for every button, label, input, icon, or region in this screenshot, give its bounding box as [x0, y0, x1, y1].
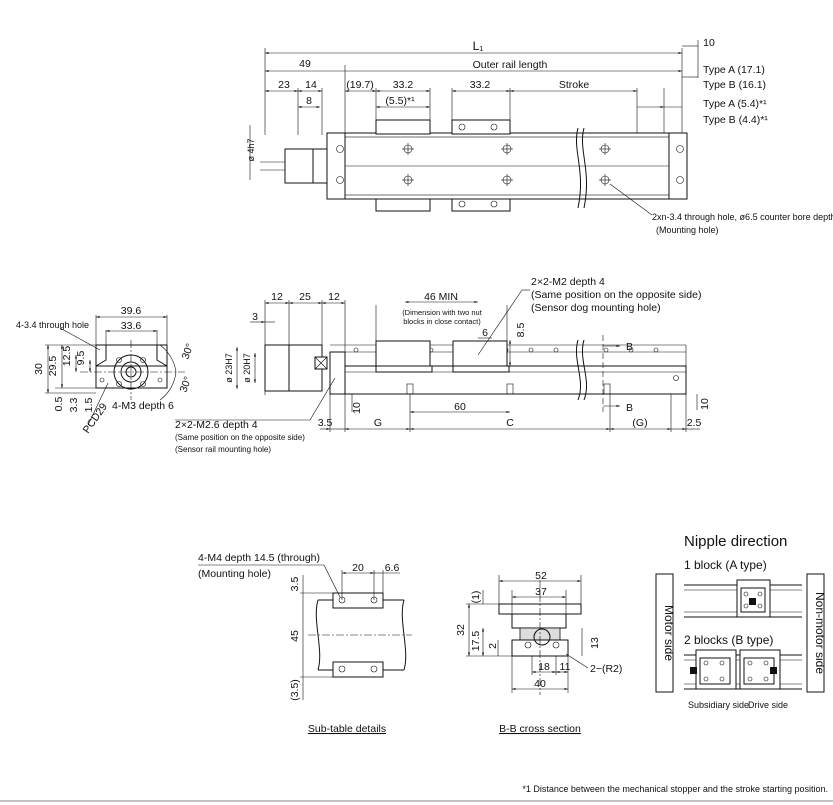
dim-3-5a: 3.5	[289, 577, 301, 592]
dim-6: 6	[482, 327, 488, 339]
dim-13: 13	[589, 637, 601, 649]
dim-12-5: 12.5	[61, 346, 73, 367]
side-view: ø 23H7 ø 20H7 46 MIN (Dimension with two…	[175, 276, 711, 454]
top-view: ø 4h7 L₁ 10 49 Ou	[246, 37, 833, 235]
m2-note-2: (Same position on the opposite side)	[531, 289, 701, 301]
m2-note-3: (Sensor dog mounting hole)	[531, 302, 661, 314]
angle-30-bottom: 30°	[178, 375, 195, 394]
nipple-two-blocks: 2 blocks (B type)	[684, 633, 773, 647]
subtable-view: 20 6.6 3.5 45 (3.5) 4-M4 depth 14.5 (thr…	[198, 552, 412, 735]
dim-stroke: Stroke	[559, 79, 590, 91]
section-title: B-B cross section	[499, 723, 581, 735]
dim-C: C	[506, 417, 514, 429]
dim-33-2a: 33.2	[393, 79, 414, 91]
footnote: *1 Distance between the mechanical stopp…	[522, 784, 828, 794]
dim-37: 37	[535, 586, 547, 598]
shaft-dim: ø 4h7	[246, 138, 256, 161]
subtable-title: Sub-table details	[308, 723, 386, 735]
type-b-16: Type B (16.1)	[703, 79, 766, 91]
dim-29-5: 29.5	[47, 356, 59, 377]
dim-33-6: 33.6	[121, 320, 142, 332]
dim-2: 2	[487, 643, 499, 649]
section-b-bottom: B	[626, 402, 633, 414]
non-motor-side-label: Non-motor side	[813, 592, 827, 674]
dim-23: 23	[278, 79, 290, 91]
dim-9-5: 9.5	[75, 351, 87, 366]
dim-10b: 10	[699, 398, 711, 410]
dim-30: 30	[33, 363, 45, 375]
dim-G-paren: (G)	[632, 417, 647, 429]
nipple-view: Nipple direction 1 block (A type) 2 bloc…	[655, 533, 827, 710]
dim-46min: 46 MIN	[424, 291, 458, 303]
motor-side-label: Motor side	[662, 605, 676, 661]
section-b-top: B	[626, 341, 633, 353]
dim-39-6: 39.6	[121, 305, 142, 317]
dim-25: 25	[299, 291, 311, 303]
dim-49: 49	[299, 58, 311, 70]
subsidiary-side-label: Subsidiary side	[688, 700, 749, 710]
angle-30-top: 30°	[180, 342, 197, 361]
m2-note-1: 2×2-M2 depth 4	[531, 276, 605, 288]
type-b-4: Type B (4.4)*¹	[703, 114, 768, 126]
dim-23h7: ø 23H7	[224, 353, 234, 383]
dim-G: G	[374, 417, 382, 429]
r2-note: 2−(R2)	[590, 663, 622, 675]
type-a-5: Type A (5.4)*¹	[703, 98, 767, 110]
m4-note-1: 4-M4 depth 14.5 (through)	[198, 552, 320, 564]
drive-side-label: Drive side	[748, 700, 788, 710]
dim-11: 11	[560, 661, 571, 673]
nipple-one-block: 1 block (A type)	[684, 558, 767, 572]
dim-outer-rail: Outer rail length	[473, 59, 548, 71]
dim-2-5: 2.5	[687, 417, 702, 429]
dim-33-2b: 33.2	[470, 79, 491, 91]
dim-14: 14	[305, 79, 317, 91]
dim-46-note1: (Dimension with two nut	[402, 308, 483, 317]
dim-10: 10	[703, 37, 715, 49]
end-view: 39.6 33.6 30 29.5 12.5 9.5 0.5 3.3 1.5	[16, 305, 196, 436]
dim-10a: 10	[351, 402, 363, 414]
m26-note-1: 2×2-M2.6 depth 4	[175, 419, 258, 431]
dim-3-5b: (3.5)	[289, 679, 301, 701]
dim-20: 20	[352, 562, 364, 574]
dim-8-5: 8.5	[515, 323, 527, 338]
dim-L1: L₁	[473, 39, 484, 53]
dim-12a: 12	[271, 291, 283, 303]
m26-note-3: (Sensor rail mounting hole)	[175, 445, 271, 454]
section-view: 52 37 (1) 32 17.5 2 13 18 11 40 2−(R2) B…	[455, 570, 622, 735]
dim-19-7: (19.7)	[346, 79, 373, 91]
dim-3-3: 3.3	[68, 398, 80, 413]
dim-20h7: ø 20H7	[242, 353, 252, 383]
dim-40: 40	[534, 678, 546, 690]
through-hole-note: 4-3.4 through hole	[16, 320, 89, 330]
dim-17-5: 17.5	[470, 631, 482, 652]
dim-3-5: 3.5	[318, 417, 333, 429]
m26-note-2: (Same position on the opposite side)	[175, 433, 305, 442]
dim-0-5: 0.5	[53, 397, 65, 412]
dim-8: 8	[306, 95, 312, 107]
dim-52: 52	[535, 570, 547, 582]
dim-1-paren: (1)	[470, 591, 482, 604]
dim-45: 45	[289, 630, 301, 642]
mount-hole-note: 2xn-3.4 through hole, ø6.5 counter bore …	[652, 212, 833, 222]
dim-12b: 12	[328, 291, 340, 303]
dim-6-6: 6.6	[385, 562, 400, 574]
dim-5-5: (5.5)*¹	[385, 95, 415, 107]
type-a-17: Type A (17.1)	[703, 64, 765, 76]
dim-46-note2: blocks in close contact)	[403, 317, 481, 326]
dim-3: 3	[252, 311, 258, 323]
dim-32: 32	[455, 624, 467, 636]
mount-hole-label: (Mounting hole)	[656, 225, 719, 235]
dim-1-5: 1.5	[83, 398, 95, 413]
m3-note: 4-M3 depth 6	[112, 400, 174, 412]
dim-60: 60	[454, 401, 466, 413]
nipple-title: Nipple direction	[684, 533, 787, 550]
dim-18: 18	[538, 661, 550, 673]
m4-note-2: (Mounting hole)	[198, 568, 271, 580]
